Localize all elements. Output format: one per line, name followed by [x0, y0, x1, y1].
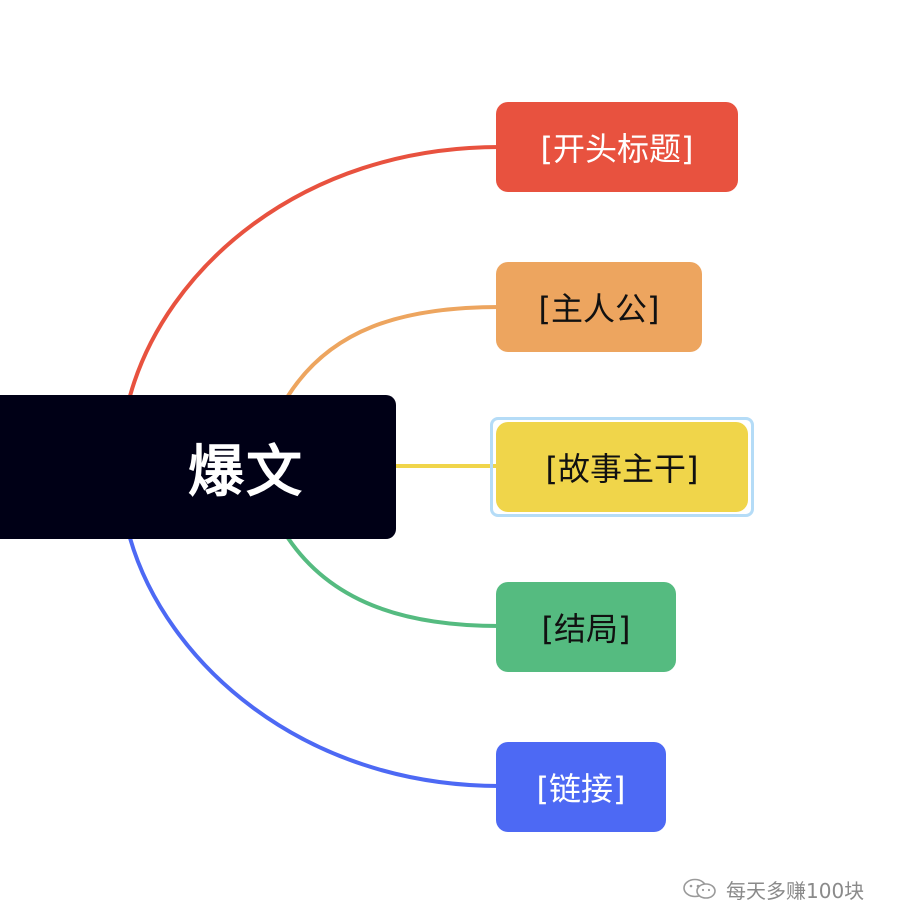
watermark-text: 每天多赚100块 — [726, 878, 865, 903]
wechat-icon — [683, 878, 716, 899]
connector-line — [286, 305, 502, 398]
root-node[interactable]: 爆文 — [0, 395, 396, 539]
selection-outline — [490, 417, 754, 517]
branch-node-ending[interactable]: [结局] — [496, 582, 676, 672]
branch-node-label: [故事主干] — [545, 450, 699, 488]
connector-line — [128, 536, 502, 788]
branch-node-label: [开头标题] — [540, 130, 694, 168]
branch-node-opening-title[interactable]: [开头标题] — [496, 102, 738, 192]
root-node-label: 爆文 — [188, 439, 304, 505]
connector-line — [128, 145, 502, 398]
watermark: 每天多赚100块 — [682, 874, 864, 904]
branch-node-label: [主人公] — [538, 290, 660, 328]
branch-node-link[interactable]: [链接] — [496, 742, 666, 832]
branch-node-label: [结局] — [541, 610, 631, 648]
branch-node-protagonist[interactable]: [主人公] — [496, 262, 702, 352]
branch-node-story-body[interactable]: [故事主干] — [496, 422, 748, 512]
connector-line — [286, 536, 502, 628]
branch-node-label: [链接] — [536, 770, 626, 808]
